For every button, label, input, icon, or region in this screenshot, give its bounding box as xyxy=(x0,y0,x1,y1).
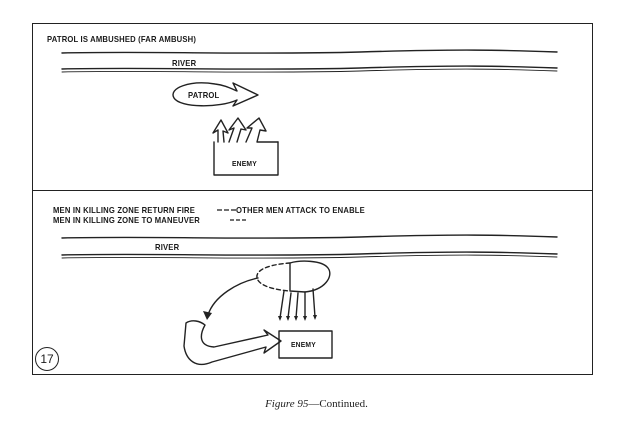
killing-zone-group-dashed xyxy=(256,262,291,292)
figure-number: Figure 95 xyxy=(265,398,309,410)
top-river-bank-upper xyxy=(61,49,558,54)
enemy-arrow-right xyxy=(245,117,279,143)
bottom-enemy-label: ENEMY xyxy=(291,340,316,349)
enemy-arrow-middle xyxy=(228,117,247,143)
caption-text: —Continued. xyxy=(308,398,368,410)
bottom-river-label: RIVER xyxy=(155,242,180,252)
top-river-bank-lower xyxy=(61,68,558,73)
figure-frame xyxy=(32,23,593,375)
figure-caption: Figure 95—Continued. xyxy=(0,398,633,410)
bottom-river-bank-lower xyxy=(61,254,558,259)
top-river-label: RIVER xyxy=(172,58,197,68)
fire-arrow-3 xyxy=(295,292,299,319)
top-enemy-box xyxy=(213,141,279,176)
fire-arrow-2 xyxy=(287,292,292,319)
top-panel-title: PATROL IS AMBUSHED (FAR AMBUSH) xyxy=(47,34,197,44)
panel-divider xyxy=(32,190,593,191)
fire-arrow-5 xyxy=(312,288,316,318)
patrol-label: PATROL xyxy=(188,90,220,100)
top-enemy-label: ENEMY xyxy=(232,159,257,168)
patrol-symbol xyxy=(172,82,259,107)
top-river-bank-middle xyxy=(61,65,558,70)
bottom-river-bank-middle xyxy=(61,251,558,256)
bottom-line1-left: MEN IN KILLING ZONE RETURN FIRE xyxy=(53,205,196,215)
killing-zone-group xyxy=(289,260,331,293)
enemy-arrow-left xyxy=(212,119,229,143)
bottom-line1-right: OTHER MEN ATTACK TO ENABLE xyxy=(236,205,365,215)
bottom-river-bank-upper xyxy=(61,234,558,239)
maneuver-curve xyxy=(207,277,259,316)
bottom-line2: MEN IN KILLING ZONE TO MANEUVER xyxy=(53,215,200,225)
fire-arrow-1 xyxy=(279,290,285,319)
flanking-element xyxy=(183,320,282,366)
panel-number-badge: 17 xyxy=(35,347,59,371)
bottom-enemy-box xyxy=(278,330,333,359)
